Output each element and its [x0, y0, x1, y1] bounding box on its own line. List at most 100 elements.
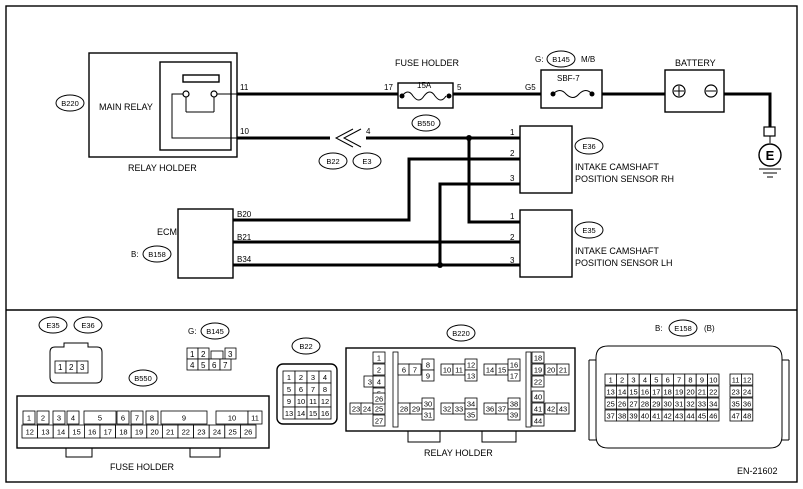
svg-text:E36: E36 [81, 321, 94, 330]
ecm-connector-e158: B158 [148, 250, 166, 259]
b220-pin-cell [531, 375, 545, 388]
b158-pin-cell [707, 385, 720, 398]
b550-pin-label: 26 [244, 428, 252, 437]
b158-pin-cell [707, 397, 720, 410]
mb-connector-b145: B145 [552, 55, 570, 64]
b220-pin-label: 19 [534, 366, 542, 375]
b550-pin-cell [66, 410, 80, 425]
sensor-rh: E36 INTAKE CAMSHAFT POSITION SENSOR RH 1… [510, 125, 674, 194]
b220-pin-label: 31 [424, 411, 432, 420]
b22-pin-label: 6 [299, 385, 303, 394]
b158-pin-label: 11 [732, 376, 740, 385]
svg-text:E35: E35 [46, 321, 59, 330]
ecm-pin-b20: B20 [237, 210, 252, 219]
svg-text:2: 2 [510, 149, 515, 158]
connector-b220: B220 12345678910111213141516171819202122… [345, 324, 576, 458]
svg-text:1: 1 [190, 350, 195, 359]
b220-pin-label: 18 [534, 354, 542, 363]
b220-pin-cell [372, 392, 386, 405]
fuse-rating: 15A [417, 81, 432, 90]
b22-pin-label: 11 [309, 397, 317, 406]
b220-pin-label: 7 [413, 366, 417, 375]
sbf-pin-g5: G5 [525, 83, 536, 92]
svg-text:3: 3 [228, 350, 233, 359]
b220-pin-label: 43 [559, 405, 567, 414]
svg-text:5: 5 [201, 361, 206, 370]
b22-pin-cell [318, 406, 332, 420]
joint-connector-b22: B22 [326, 157, 339, 166]
b220-pin-label: 17 [510, 372, 518, 381]
b158-pin-label: 9 [700, 376, 704, 385]
b550-pin-cell [52, 410, 66, 425]
relay-holder-label: RELAY HOLDER [128, 163, 197, 173]
b550-pin-label: 13 [41, 428, 49, 437]
b550-pin-cell [239, 424, 257, 439]
joint-connector: 4 B22 E3 [318, 127, 382, 170]
b550-pin-label: 25 [228, 428, 236, 437]
b158-pin-label: 2 [620, 376, 624, 385]
b158-pin-label: 41 [652, 412, 660, 421]
b158-pin-label: 19 [675, 388, 683, 397]
svg-text:3: 3 [510, 256, 515, 265]
b220-pin-label: 38 [510, 400, 518, 409]
b220-pin-label: 35 [467, 411, 475, 420]
b220-pin-label: 24 [363, 405, 371, 414]
b220-pin-label: 32 [443, 405, 451, 414]
sensor-power-wire [237, 136, 520, 224]
b220-pin-cell [372, 375, 386, 388]
b550-pin-label: 9 [182, 414, 186, 423]
b550-pin-label: 3 [57, 414, 61, 423]
b22-pin-label: 12 [321, 397, 329, 406]
b22-pin-label: 5 [287, 385, 291, 394]
b158-pin-label: 29 [652, 400, 660, 409]
b158-pin-label: 16 [641, 388, 649, 397]
b158-pin-label: 36 [743, 400, 751, 409]
fuse-holder: FUSE HOLDER 15A 17 5 B550 [384, 58, 462, 132]
main-relay-label: MAIN RELAY [99, 102, 153, 112]
b550-pin-label: 17 [104, 428, 112, 437]
svg-text:B550: B550 [134, 374, 152, 383]
b220-pin-label: 33 [455, 405, 463, 414]
b550-pin-label: 18 [119, 428, 127, 437]
b550-pin-label: 10 [228, 414, 236, 423]
outer-frame [5, 5, 798, 483]
b550-pin-label: 20 [150, 428, 158, 437]
b158-pin-label: 5 [654, 376, 658, 385]
sbf-fuse: SBF-7 G: B145 M/B G5 [525, 50, 603, 109]
ecm: ECM B: B158 B20 B21 B34 [131, 208, 252, 279]
b158-pin-label: 12 [743, 376, 751, 385]
b158-pin-label: 20 [686, 388, 694, 397]
b550-pin-cell [36, 410, 50, 425]
b158-pin-label: 7 [677, 376, 681, 385]
svg-text:3: 3 [80, 363, 85, 372]
b550-pin-label: 7 [135, 414, 139, 423]
b158-pin-label: 13 [607, 388, 615, 397]
b220-pin-cell [507, 369, 521, 382]
b220-pin-label: 21 [559, 366, 567, 375]
b158-pin-label: 3 [631, 376, 635, 385]
b220-pin-label: 8 [426, 361, 430, 370]
joint-connector-e3: E3 [362, 157, 371, 166]
b158-pin-cell [741, 385, 754, 398]
b158-pin-label: 21 [698, 388, 706, 397]
sbf-label: SBF-7 [557, 74, 580, 83]
ecm-label: ECM [157, 227, 177, 237]
ecm-wire-b34 [233, 182, 520, 267]
b158-pin-label: 37 [607, 412, 615, 421]
svg-text:4: 4 [190, 361, 195, 370]
sensor-lh-connector: E35 [582, 226, 595, 235]
svg-text:B220: B220 [452, 329, 470, 338]
connector-b145: G: B145 1 2 3 4 5 6 7 [186, 322, 237, 371]
b158-pin-label: 40 [641, 412, 649, 421]
b220-pin-cell [531, 402, 545, 415]
b158-pin-label: 38 [618, 412, 626, 421]
sensor-rh-connector: E36 [582, 142, 595, 151]
b220-pin-label: 27 [375, 417, 383, 426]
b550-pin-cell [83, 410, 117, 425]
b550-pin-label: 16 [88, 428, 96, 437]
svg-text:B145: B145 [206, 327, 224, 336]
b158-pin-cell [741, 409, 754, 422]
b220-pin-cell [421, 408, 435, 421]
